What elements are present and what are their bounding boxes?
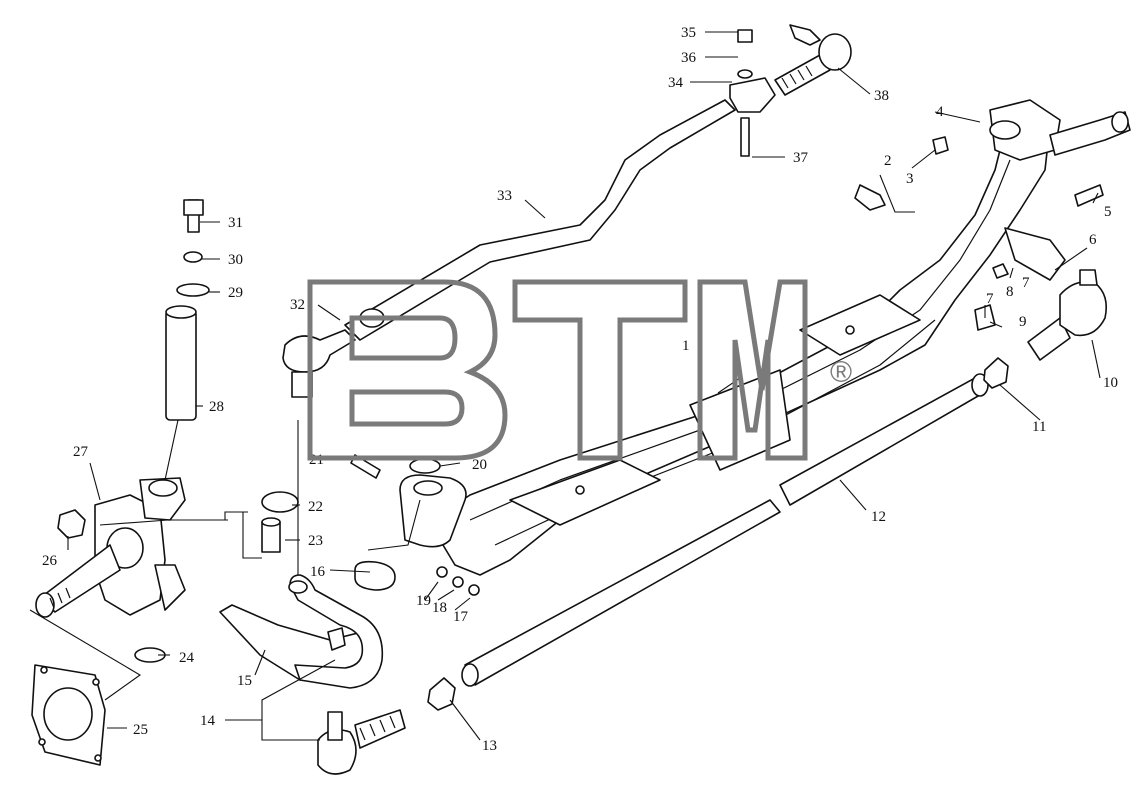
- callout-20: 20: [472, 457, 487, 473]
- callout-9: 9: [1019, 314, 1027, 330]
- callout-labels: 1 2 3 4 5 6 7 7 8 9 10 11 12 13 14 15 16…: [42, 25, 1118, 754]
- callout-23: 23: [308, 533, 323, 549]
- callout-28: 28: [209, 399, 224, 415]
- callout-7b: 7: [986, 291, 994, 307]
- callout-5: 5: [1104, 204, 1112, 220]
- callout-30: 30: [228, 252, 243, 268]
- callout-11: 11: [1032, 419, 1046, 435]
- callout-24: 24: [179, 650, 195, 666]
- callout-12: 12: [871, 509, 886, 525]
- callout-36: 36: [681, 50, 697, 66]
- watermark-logo: ®: [307, 279, 852, 461]
- registered-mark: ®: [830, 356, 852, 389]
- callout-31: 31: [228, 215, 243, 231]
- callout-10: 10: [1103, 375, 1118, 391]
- small-parts: [261, 136, 1104, 596]
- callout-37: 37: [793, 150, 809, 166]
- tie-rod: [219, 269, 1108, 775]
- callout-2: 2: [884, 153, 892, 169]
- callout-6: 6: [1089, 232, 1097, 248]
- callout-33: 33: [497, 188, 512, 204]
- gasket-plate: [31, 664, 106, 766]
- callout-26: 26: [42, 553, 58, 569]
- leader-lines: [29, 31, 1101, 741]
- callout-35: 35: [681, 25, 696, 41]
- king-pin-assembly: [165, 199, 210, 421]
- callout-25: 25: [133, 722, 148, 738]
- callout-17: 17: [453, 609, 469, 625]
- callout-27: 27: [73, 444, 89, 460]
- callout-4: 4: [936, 104, 944, 120]
- callout-15: 15: [237, 673, 252, 689]
- callout-29: 29: [228, 285, 243, 301]
- callout-8: 8: [1006, 284, 1014, 300]
- callout-19: 19: [416, 593, 431, 609]
- callout-32: 32: [290, 297, 305, 313]
- callout-38: 38: [874, 88, 889, 104]
- callout-18: 18: [432, 600, 447, 616]
- callout-3: 3: [906, 171, 914, 187]
- callout-7a: 7: [1022, 275, 1030, 291]
- callout-1: 1: [682, 338, 690, 354]
- callout-22: 22: [308, 499, 323, 515]
- steering-arm: [288, 574, 384, 689]
- callout-34: 34: [668, 75, 684, 91]
- callout-16: 16: [310, 564, 326, 580]
- callout-14: 14: [200, 713, 216, 729]
- callout-13: 13: [482, 738, 497, 754]
- steering-knuckle: [35, 477, 186, 663]
